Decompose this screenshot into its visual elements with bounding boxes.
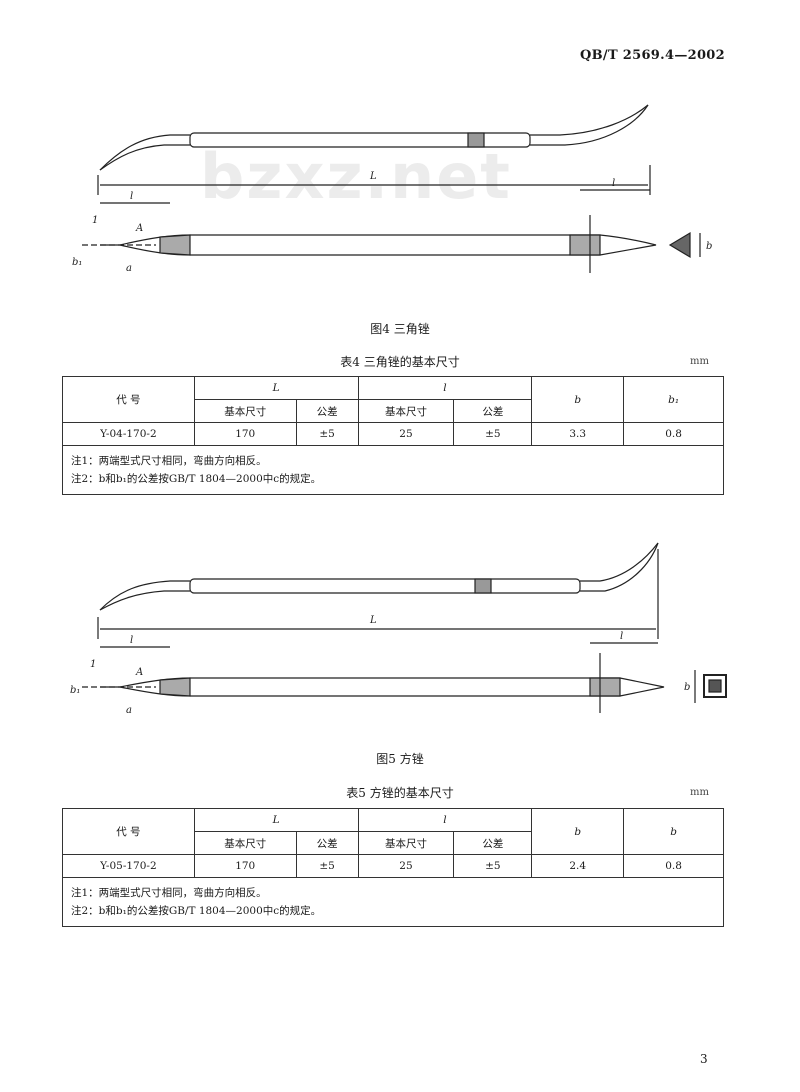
- t5-cell-l-tol: ±5: [453, 854, 533, 878]
- t5-note-2: 注2：b和b₁的公差按GB/T 1804—2000中c的规定。: [71, 905, 322, 917]
- t5-cell-b1: 0.8: [623, 854, 724, 878]
- t4-header-l-basic: 基本尺寸: [357, 399, 455, 423]
- t5-cell-b: 2.4: [531, 854, 625, 878]
- t5-header-code: 代 号: [62, 808, 195, 855]
- t4-cell-L-basic: 170: [193, 422, 297, 446]
- dim-b1-5: b₁: [70, 685, 80, 696]
- figure-5-drawing: L l l 1 b₁ A a b: [60, 535, 740, 730]
- t5-cell-L-tol: ±5: [295, 854, 359, 878]
- t4-header-l: l: [357, 376, 533, 400]
- t4-cell-l-tol: ±5: [453, 422, 533, 446]
- t5-cell-l-basic: 25: [357, 854, 455, 878]
- t4-cell-code: Y-04-170-2: [62, 422, 195, 446]
- page-number: 3: [700, 1052, 708, 1066]
- t5-header-l-tol: 公差: [453, 831, 533, 855]
- table-4-unit: mm: [690, 356, 709, 367]
- t4-header-L-basic: 基本尺寸: [193, 399, 297, 423]
- t5-header-L-tol: 公差: [295, 831, 359, 855]
- dim-A: A: [135, 223, 143, 234]
- t5-note-1: 注1：两端型式尺寸相同，弯曲方向相反。: [71, 887, 267, 899]
- t5-cell-L-basic: 170: [193, 854, 297, 878]
- figure-5-caption: 图5 方锉: [376, 752, 424, 766]
- t4-cell-b1: 0.8: [623, 422, 724, 446]
- figure-4-caption: 图4 三角锉: [370, 322, 430, 336]
- t4-cell-L-tol: ±5: [295, 422, 359, 446]
- t4-header-b: b: [531, 376, 625, 423]
- t5-header-l: l: [357, 808, 533, 832]
- t4-header-l-tol: 公差: [453, 399, 533, 423]
- table-4-title: 表4 三角锉的基本尺寸: [340, 355, 460, 369]
- t4-cell-b: 3.3: [531, 422, 625, 446]
- t4-header-code: 代 号: [62, 376, 195, 423]
- t4-header-L: L: [193, 376, 359, 400]
- dim-1-5: 1: [90, 659, 96, 670]
- table-row: Y-04-170-2 170 ±5 25 ±5 3.3 0.8: [62, 422, 724, 446]
- watermark: bzxz.net: [200, 140, 512, 213]
- table-5: 代 号 L l b b 基本尺寸 公差 基本尺寸 公差 Y-05-170-2 1…: [62, 808, 724, 927]
- table-5-title: 表5 方锉的基本尺寸: [346, 786, 454, 800]
- dim-b1: b₁: [72, 257, 82, 268]
- dim-a-5: a: [126, 705, 132, 716]
- t5-header-b1: b: [623, 808, 724, 855]
- t5-header-l-basic: 基本尺寸: [357, 831, 455, 855]
- dim-b: b: [706, 241, 712, 252]
- t4-note-1: 注1：两端型式尺寸相同，弯曲方向相反。: [71, 455, 267, 467]
- dim-l-right: l: [612, 178, 615, 189]
- dim-l-left-5: l: [130, 635, 133, 646]
- t5-header-L: L: [193, 808, 359, 832]
- t4-header-L-tol: 公差: [295, 399, 359, 423]
- t4-notes: 注1：两端型式尺寸相同，弯曲方向相反。 注2：b和b₁的公差按GB/T 1804…: [62, 445, 724, 495]
- t5-header-L-basic: 基本尺寸: [193, 831, 297, 855]
- standard-code: QB/T 2569.4—2002: [580, 48, 725, 63]
- t5-header-b: b: [531, 808, 625, 855]
- t5-cell-code: Y-05-170-2: [62, 854, 195, 878]
- t4-header-b1: b₁: [623, 376, 724, 423]
- t4-note-2: 注2：b和b₁的公差按GB/T 1804—2000中c的规定。: [71, 473, 322, 485]
- dim-b-5: b: [684, 682, 690, 693]
- table-4: 代 号 L l b b₁ 基本尺寸 公差 基本尺寸 公差 Y-04-170-2 …: [62, 376, 724, 495]
- figure-4-drawing: L l l 1 b₁ A a b: [60, 95, 740, 290]
- dim-1: 1: [92, 215, 98, 226]
- dim-L-label-5: L: [369, 615, 377, 626]
- t4-cell-l-basic: 25: [357, 422, 455, 446]
- t5-notes: 注1：两端型式尺寸相同，弯曲方向相反。 注2：b和b₁的公差按GB/T 1804…: [62, 877, 724, 927]
- dim-l-left: l: [130, 191, 133, 202]
- table-row: Y-05-170-2 170 ±5 25 ±5 2.4 0.8: [62, 854, 724, 878]
- table-5-unit: mm: [690, 787, 709, 798]
- dim-l-right-5: l: [620, 631, 623, 642]
- dim-L-label: L: [369, 171, 377, 182]
- dim-A-5: A: [135, 667, 143, 678]
- dim-a: a: [126, 263, 132, 274]
